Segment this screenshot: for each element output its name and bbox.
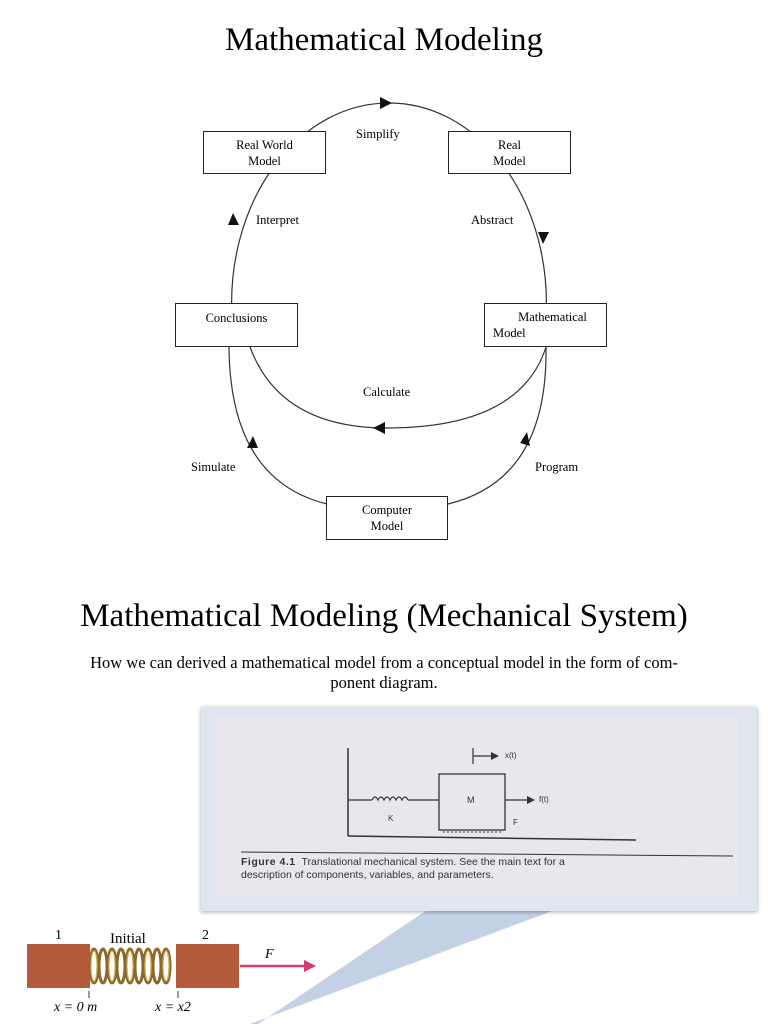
box-conclusions: Conclusions <box>175 303 298 347</box>
photo-label-xt: x(t) <box>505 751 517 760</box>
spring-label-x2: x = x2 <box>155 1000 191 1015</box>
spring-label-2: 2 <box>202 928 209 943</box>
figure-caption-line2: description of components, variables, an… <box>241 869 494 881</box>
figure-photo-paper: x(t) f(t) M K F Figure 4.1 Translational… <box>217 718 738 896</box>
box-real-model-line2: Model <box>493 153 526 168</box>
mechanical-intro-line1: How we can derived a mathematical model … <box>90 653 678 672</box>
box-real-world-model-line1: Real World <box>236 137 293 152</box>
spring-label-f: F <box>265 947 274 962</box>
photo-label-force: F <box>513 818 518 827</box>
edge-label-program: Program <box>535 460 579 474</box>
mechanical-intro: How we can derived a mathematical model … <box>30 653 738 693</box>
edge-label-abstract: Abstract <box>471 213 514 227</box>
figure-caption-line1: Translational mechanical system. See the… <box>301 856 565 868</box>
cycle-title: Mathematical Modeling <box>225 22 543 58</box>
arrowhead-simulate <box>247 436 258 448</box>
edge-arc-program <box>447 346 547 505</box>
box-real-model: Real Model <box>448 131 571 174</box>
box-real-world-model: Real World Model <box>203 131 326 174</box>
arrowhead-calculate <box>373 422 385 434</box>
edge-arc-simulate <box>228 346 328 505</box>
edge-label-simplify: Simplify <box>356 127 400 141</box>
spring-label-x0: x = 0 m <box>54 1000 98 1015</box>
figure-caption-label: Figure 4.1 <box>241 856 296 868</box>
edge-label-calculate: Calculate <box>363 385 411 399</box>
arrowhead-abstract <box>538 232 549 244</box>
box-mathematical-model: Mathematical Model <box>484 303 607 347</box>
box-computer-model: Computer Model <box>326 496 448 540</box>
photo-label-mass: M <box>467 795 475 805</box>
spring-label-initial: Initial <box>110 931 146 947</box>
box-computer-model-line1: Computer <box>362 503 412 517</box>
photo-label-spring: K <box>388 814 394 823</box>
arrowhead-interpret <box>228 213 239 225</box>
mechanical-intro-line2: ponent diagram. <box>330 673 438 692</box>
mechanical-title: Mathematical Modeling (Mechanical System… <box>80 598 688 634</box>
edge-label-interpret: Interpret <box>256 213 300 227</box>
box-computer-model-line2: Model <box>370 519 404 533</box>
figure-photo: x(t) f(t) M K F Figure 4.1 Translational… <box>201 707 757 911</box>
box-real-model-line1: Real <box>498 137 521 152</box>
spring-label-1: 1 <box>55 928 62 943</box>
figure-caption: Figure 4.1 Translational mechanical syst… <box>241 856 721 882</box>
arrowhead-program <box>520 432 530 446</box>
box-mathematical-model-line1: Mathematical <box>518 310 587 324</box>
arrowhead-simplify <box>380 97 392 109</box>
photo-label-ft: f(t) <box>539 795 549 804</box>
box-conclusions-line1: Conclusions <box>205 311 268 325</box>
edge-arc-calculate <box>249 346 547 429</box>
box-mathematical-model-line2: Model <box>493 326 526 340</box>
edge-label-simulate: Simulate <box>191 460 236 474</box>
box-real-world-model-line2: Model <box>248 153 281 168</box>
translational-system-svg <box>240 748 734 857</box>
